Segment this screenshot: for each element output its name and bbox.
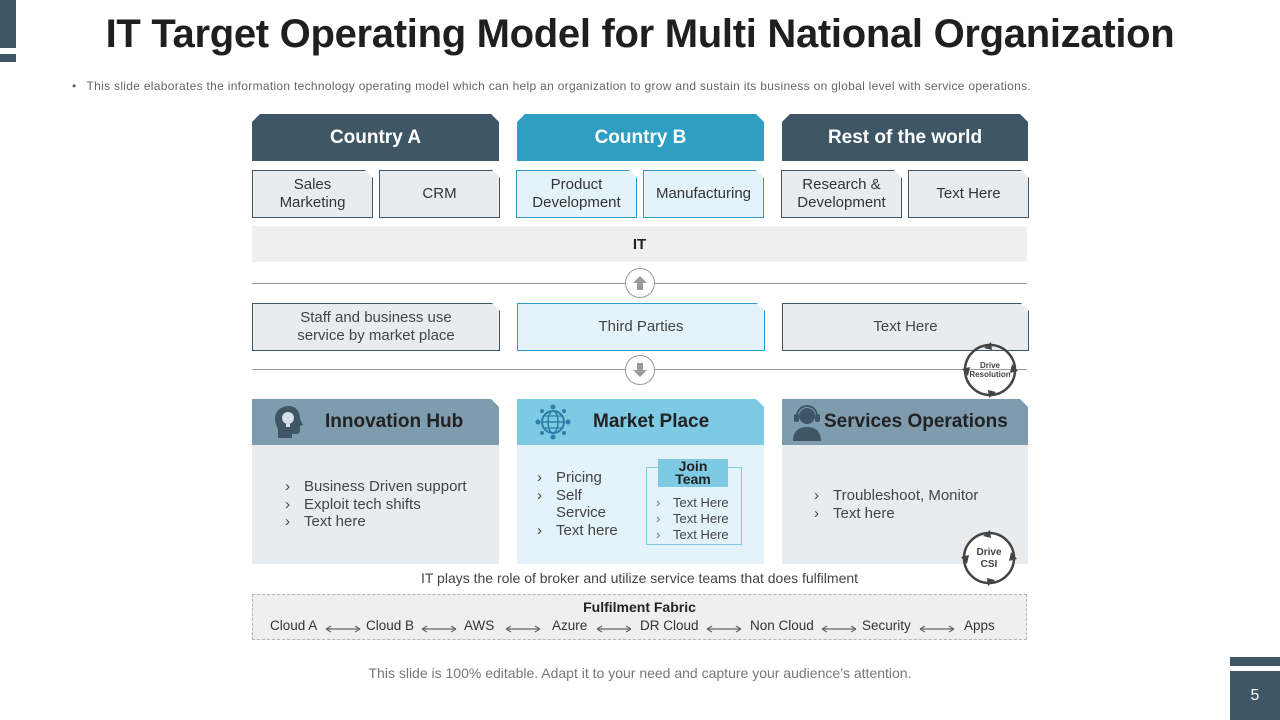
drive-resolution-label: Drive Resolution [969,361,1011,379]
middle-tile: Third Parties [517,303,765,351]
hub-item-list: Troubleshoot, Monitor Text here [814,487,978,522]
cycle-arrows-icon [960,340,1020,400]
arrow-up-icon [625,268,655,298]
column-header-rest-of-world: Rest of the world [782,114,1028,161]
slide-title: IT Target Operating Model for Multi Nati… [105,12,1175,56]
list-item: Business Driven support [285,478,467,496]
double-arrow-icon [596,625,632,633]
fabric-item: Cloud B [366,618,415,633]
fabric-item: DR Cloud [640,618,699,633]
corner-accent-bar-small [0,54,16,62]
double-arrow-icon [421,625,457,633]
subtitle-text: This slide elaborates the information te… [86,79,1032,93]
corner-accent-bar [0,0,16,48]
function-tile: Sales Marketing [252,170,373,218]
fabric-item: AWS [464,618,495,633]
double-arrow-icon [706,625,742,633]
drive-csi-label: Drive CSI [976,547,1002,570]
list-item: Text here [285,513,467,531]
fabric-item: Security [862,618,911,633]
hub-body-innovation: Business Driven support Exploit tech shi… [252,445,499,564]
page-number: 5 [1230,671,1280,720]
fabric-item: Cloud A [270,618,318,633]
function-tile: Research & Development [781,170,902,218]
hub-body-market: Pricing Self Service Text here Text Here… [517,445,764,564]
fabric-item: Azure [552,618,588,633]
join-team-list: Text Here Text Here Text Here [656,495,729,543]
it-bar: IT [252,226,1027,262]
fabric-title: Fulfilment Fabric [583,599,696,615]
function-tile: Product Development [516,170,637,218]
function-tile: Manufacturing [643,170,764,218]
function-tile: Text Here [908,170,1029,218]
column-header-country-a: Country A [252,114,499,161]
slide-subtitle: •This slide elaborates the information t… [72,79,1032,93]
list-item: Exploit tech shifts [285,496,467,514]
function-tile: CRM [379,170,500,218]
broker-caption: IT plays the role of broker and utilize … [420,570,859,586]
hub-header-innovation: Innovation Hub [252,399,499,445]
column-header-country-b: Country B [517,114,764,161]
globe-network-icon [535,404,571,440]
page-number-accent [1230,657,1280,666]
fabric-item: Non Cloud [750,618,814,633]
middle-tile: Text Here [782,303,1029,351]
hub-item-list: Pricing Self Service Text here [537,469,647,539]
hub-item-list: Business Driven support Exploit tech shi… [285,478,467,531]
list-item: Text here [814,505,978,523]
fabric-item: Apps [964,618,995,633]
join-team-title: Join Team [658,459,728,487]
footer-note: This slide is 100% editable. Adapt it to… [368,665,912,681]
hub-title: Innovation Hub [325,411,464,432]
double-arrow-icon [919,625,955,633]
hub-title: Services Operations [824,411,1008,432]
list-item: Self Service [537,487,647,522]
hub-header-services: Services Operations [782,399,1028,445]
hub-title: Market Place [593,411,710,432]
double-arrow-icon [505,625,541,633]
list-item: Troubleshoot, Monitor [814,487,978,505]
middle-tile: Staff and business use service by market… [252,303,500,351]
list-item: Text Here [656,527,729,543]
cycle-arrows-icon [959,528,1019,588]
arrow-down-icon [625,355,655,385]
headset-person-icon [791,403,823,441]
list-item: Text Here [656,511,729,527]
double-arrow-icon [821,625,857,633]
list-item: Text Here [656,495,729,511]
list-item: Pricing [537,469,647,487]
hub-header-market: Market Place [517,399,764,445]
double-arrow-icon [325,625,361,633]
list-item: Text here [537,522,647,540]
fulfilment-fabric: Fulfilment Fabric Cloud A Cloud B AWS Az… [252,594,1027,640]
it-label: IT [632,235,647,253]
lightbulb-head-icon [274,405,304,439]
